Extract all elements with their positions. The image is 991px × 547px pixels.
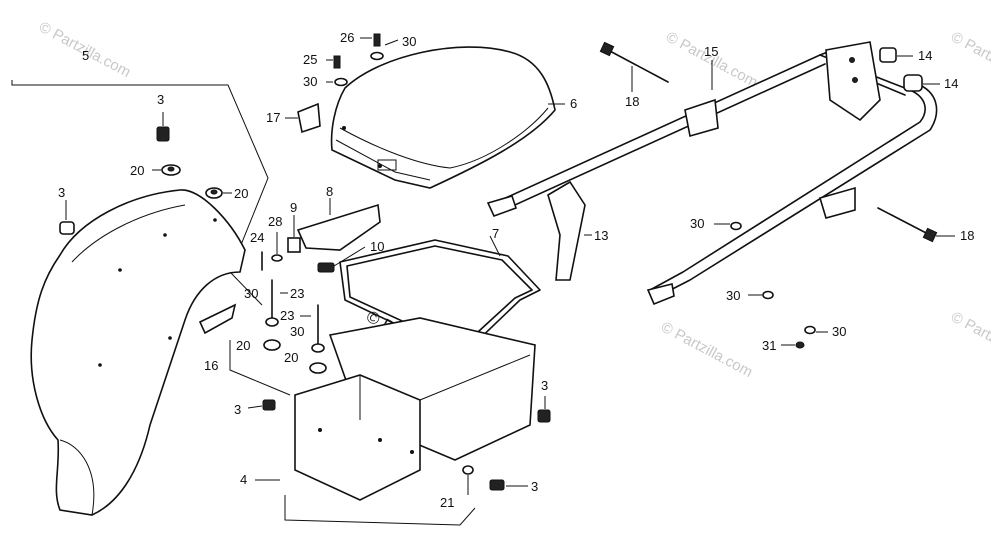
callout-30: 30 — [244, 286, 258, 301]
callout-30: 30 — [290, 324, 304, 339]
callout-6: 6 — [570, 96, 577, 111]
label-part-17 — [285, 102, 321, 134]
callout-15: 14 — [918, 48, 932, 63]
callout-21: 21 — [440, 495, 454, 510]
clip-part-3 — [59, 112, 551, 491]
callout-30: 30 — [726, 288, 740, 303]
callout-3: 3 — [234, 402, 241, 417]
callout-15: 14 — [944, 76, 958, 91]
bolts-upper — [326, 33, 399, 87]
callout-3: 3 — [541, 378, 548, 393]
callout-14: 15 — [704, 44, 718, 59]
callout-31: 31 — [762, 338, 776, 353]
callout-3: 3 — [157, 92, 164, 107]
rack-loop-part-7 — [339, 235, 541, 351]
long-bolt-part-18 — [599, 41, 955, 243]
callout-4: 4 — [240, 472, 247, 487]
callout-23: 23 — [290, 286, 304, 301]
callout-28: 28 — [268, 214, 282, 229]
callout-20: 20 — [234, 186, 248, 201]
bolts-23-30 — [265, 279, 325, 353]
callout-3: 3 — [531, 479, 538, 494]
callout-labels: 5 3 20 3 20 16 17 26 30 25 30 6 15 14 14… — [58, 30, 974, 510]
watermark-text: © Partzilla.com — [658, 319, 755, 381]
callout-9: 9 — [290, 200, 297, 215]
callout-20: 20 — [284, 350, 298, 365]
rack-frame-part-14 — [486, 41, 938, 306]
callout-13: 13 — [594, 228, 608, 243]
callout-10: 10 — [370, 239, 384, 254]
callout-3: 3 — [58, 185, 65, 200]
bracket-parts-8-9-10 — [287, 198, 381, 273]
callout-8: 8 — [326, 184, 333, 199]
callout-23: 23 — [280, 308, 294, 323]
callout-17: 17 — [266, 110, 280, 125]
callout-25: 25 — [303, 52, 317, 67]
callout-18: 18 — [960, 228, 974, 243]
strap-part-13 — [547, 180, 592, 281]
watermark-text: © Partzilla.com — [948, 309, 991, 371]
callout-16: 16 — [204, 358, 218, 373]
callout-30: 30 — [832, 324, 846, 339]
callout-26: 26 — [340, 30, 354, 45]
callout-20: 20 — [236, 338, 250, 353]
small-fasteners-30-31 — [714, 221, 828, 349]
tool-box-part-4 — [229, 317, 536, 526]
callout-24: 24 — [250, 230, 264, 245]
callout-29: 30 — [402, 34, 416, 49]
screws-24-28 — [261, 232, 283, 271]
callout-29: 30 — [303, 74, 317, 89]
seat-cover-part-6 — [330, 46, 565, 189]
callout-20: 20 — [130, 163, 144, 178]
grommet-part-20 — [152, 164, 327, 374]
callout-7: 7 — [492, 226, 499, 241]
cap-part-15 — [879, 47, 940, 92]
rear-fender-part-5 — [11, 80, 269, 516]
callout-5: 5 — [82, 48, 89, 63]
callout-18: 18 — [625, 94, 639, 109]
callout-30: 30 — [690, 216, 704, 231]
